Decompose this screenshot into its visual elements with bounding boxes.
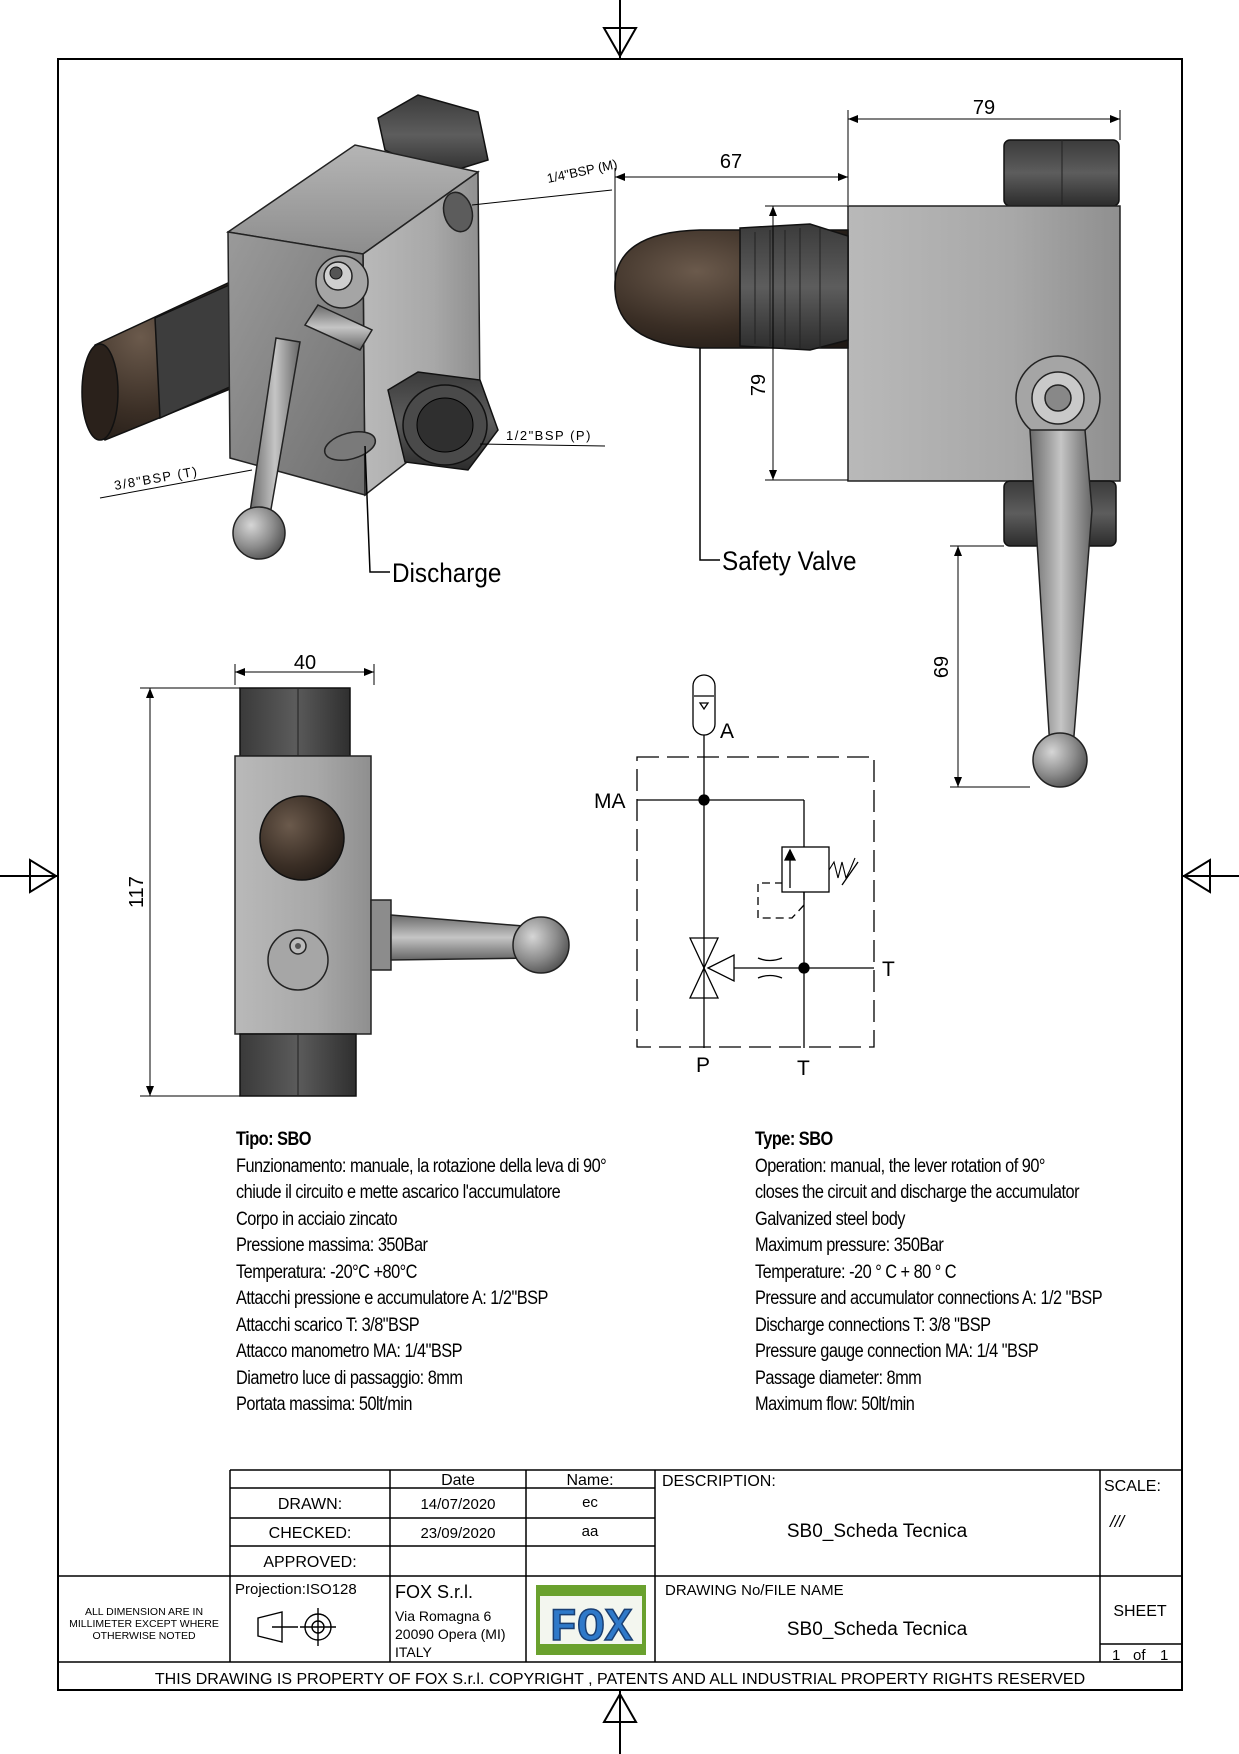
side-lever bbox=[1029, 429, 1093, 749]
port-m bbox=[442, 191, 474, 233]
copyright-footer: THIS DRAWING IS PROPERTY OF FOX S.r.l. C… bbox=[155, 1671, 1085, 1688]
projection-label: Projection:ISO128 bbox=[235, 1581, 357, 1598]
col-name-header: Name: bbox=[566, 1472, 613, 1489]
isometric-view: 1/4"BSP (M) 1/2"BSP (P) 3/8"BSP (T) Disc… bbox=[81, 94, 619, 588]
lever-knob bbox=[232, 506, 286, 560]
address-line-1: Via Romagna 6 bbox=[395, 1608, 491, 1624]
side-view: 79 67 79 69 Safety Valve bbox=[614, 97, 1121, 788]
checked-label: CHECKED: bbox=[269, 1525, 352, 1542]
schematic-label-t-right: T bbox=[882, 958, 895, 981]
fox-logo-text: FOX bbox=[550, 1602, 633, 1654]
units-note-2: MILLIMETER EXCEPT WHERE bbox=[69, 1618, 219, 1630]
spec-en-line: Discharge connections T: 3/8 "BSP bbox=[755, 1314, 991, 1336]
col-date-header: Date bbox=[441, 1472, 475, 1489]
schematic-label-t-bottom: T bbox=[797, 1057, 810, 1080]
front-cap bbox=[259, 795, 345, 881]
leader-port-m bbox=[471, 189, 613, 206]
accumulator-symbol bbox=[692, 674, 716, 736]
title-block-text: Date Name: DRAWN: 14/07/2020 ec CHECKED:… bbox=[69, 1472, 1168, 1688]
front-view: 40 117 bbox=[126, 652, 570, 1097]
projection-symbol-icon bbox=[257, 1608, 336, 1646]
spec-en-line: Pressure and accumulator connections A: … bbox=[755, 1288, 1103, 1309]
spec-it-line: Attacchi scarico T: 3/8"BSP bbox=[236, 1314, 420, 1336]
dim-67: 67 bbox=[720, 151, 742, 173]
dim-117: 117 bbox=[126, 876, 148, 908]
spec-it-line: Attacchi pressione e accumulatore A: 1/2… bbox=[236, 1288, 548, 1309]
sheet-total: 1 bbox=[1160, 1647, 1168, 1664]
schematic-label-a: A bbox=[720, 720, 734, 743]
label-port-m: 1/4"BSP (M) bbox=[546, 156, 619, 186]
spec-english: Type: SBO Operation: manual, the lever r… bbox=[755, 1127, 1103, 1419]
spec-en-line: Maximum pressure: 350Bar bbox=[755, 1235, 944, 1256]
schematic-label-ma: MA bbox=[594, 790, 626, 813]
spec-italian: Tipo: SBO Funzionamento: manuale, la rot… bbox=[236, 1127, 607, 1419]
sheet-of: of bbox=[1133, 1647, 1146, 1664]
label-discharge: Discharge bbox=[392, 559, 501, 588]
side-lever-knob bbox=[1032, 732, 1088, 788]
top-fitting bbox=[377, 94, 489, 176]
scale-value: /// bbox=[1109, 1512, 1126, 1531]
label-port-t: 3/8"BSP (T) bbox=[113, 463, 199, 493]
company-name: FOX S.r.l. bbox=[395, 1582, 473, 1602]
discharge-port bbox=[323, 431, 377, 461]
spec-en-line: Maximum flow: 50lt/min bbox=[755, 1394, 915, 1415]
front-top-fitting bbox=[239, 687, 351, 757]
description-value: SB0_Scheda Tecnica bbox=[787, 1521, 968, 1542]
description-label: DESCRIPTION: bbox=[662, 1473, 776, 1490]
spec-en-title: Type: SBO bbox=[755, 1129, 833, 1150]
dim-40: 40 bbox=[294, 652, 316, 674]
front-lever-knob bbox=[512, 916, 570, 974]
fox-logo: FOX bbox=[536, 1585, 646, 1655]
dim-79-top: 79 bbox=[973, 97, 995, 119]
spec-it-line: Portata massima: 50lt/min bbox=[236, 1394, 413, 1415]
spec-it-line: Pressione massima: 350Bar bbox=[236, 1235, 428, 1256]
schematic-port-labels: A MA T P T bbox=[594, 720, 895, 1080]
label-safety-valve: Safety Valve bbox=[722, 547, 857, 576]
checked-date: 23/09/2020 bbox=[420, 1525, 495, 1542]
spec-it-line: Diametro luce di passaggio: 8mm bbox=[236, 1367, 463, 1389]
units-note-3: OTHERWISE NOTED bbox=[92, 1630, 195, 1642]
spec-it-line: Funzionamento: manuale, la rotazione del… bbox=[236, 1155, 607, 1177]
spec-en-line: Pressure gauge connection MA: 1/4 "BSP bbox=[755, 1341, 1039, 1362]
approved-label: APPROVED: bbox=[263, 1554, 356, 1571]
spec-it-title: Tipo: SBO bbox=[236, 1129, 311, 1150]
schematic-label-p: P bbox=[696, 1054, 710, 1077]
units-note-1: ALL DIMENSION ARE IN bbox=[85, 1606, 203, 1618]
spec-en-line: closes the circuit and discharge the acc… bbox=[755, 1182, 1080, 1203]
checked-name: aa bbox=[582, 1523, 599, 1540]
scale-label: SCALE: bbox=[1104, 1478, 1161, 1495]
spec-it-line: chiude il circuito e mette ascarico l'ac… bbox=[236, 1182, 561, 1203]
address-line-3: ITALY bbox=[395, 1644, 432, 1660]
spec-it-line: Corpo in acciaio zincato bbox=[236, 1208, 398, 1230]
drawing-no-value: SB0_Scheda Tecnica bbox=[787, 1619, 968, 1640]
drawn-label: DRAWN: bbox=[278, 1496, 342, 1513]
spec-en-line: Galvanized steel body bbox=[755, 1208, 905, 1230]
sheet-label: SHEET bbox=[1113, 1603, 1167, 1620]
front-port-ma bbox=[267, 929, 329, 991]
spec-en-line: Temperature: -20 ° C + 80 ° C bbox=[755, 1261, 957, 1283]
schematic-boundary bbox=[636, 756, 875, 1048]
spec-en-line: Operation: manual, the lever rotation of… bbox=[755, 1155, 1045, 1177]
spec-en-line: Passage diameter: 8mm bbox=[755, 1367, 922, 1389]
address-line-2: 20090 Opera (MI) bbox=[395, 1626, 506, 1642]
sheet-current: 1 bbox=[1112, 1647, 1120, 1664]
title-block bbox=[58, 1469, 1182, 1663]
dim-79-height: 79 bbox=[748, 374, 770, 396]
label-port-p: 1/2"BSP (P) bbox=[506, 428, 592, 443]
hydraulic-schematic bbox=[636, 674, 875, 1048]
spec-it-line: Attacco manometro MA: 1/4"BSP bbox=[236, 1341, 463, 1362]
spec-it-line: Temperatura: -20°C +80°C bbox=[236, 1261, 417, 1283]
drawing-no-label: DRAWING No/FILE NAME bbox=[665, 1582, 844, 1599]
lever-arm bbox=[303, 304, 374, 351]
drawn-date: 14/07/2020 bbox=[420, 1496, 495, 1513]
drawn-name: ec bbox=[582, 1494, 598, 1511]
dim-69: 69 bbox=[931, 656, 953, 678]
